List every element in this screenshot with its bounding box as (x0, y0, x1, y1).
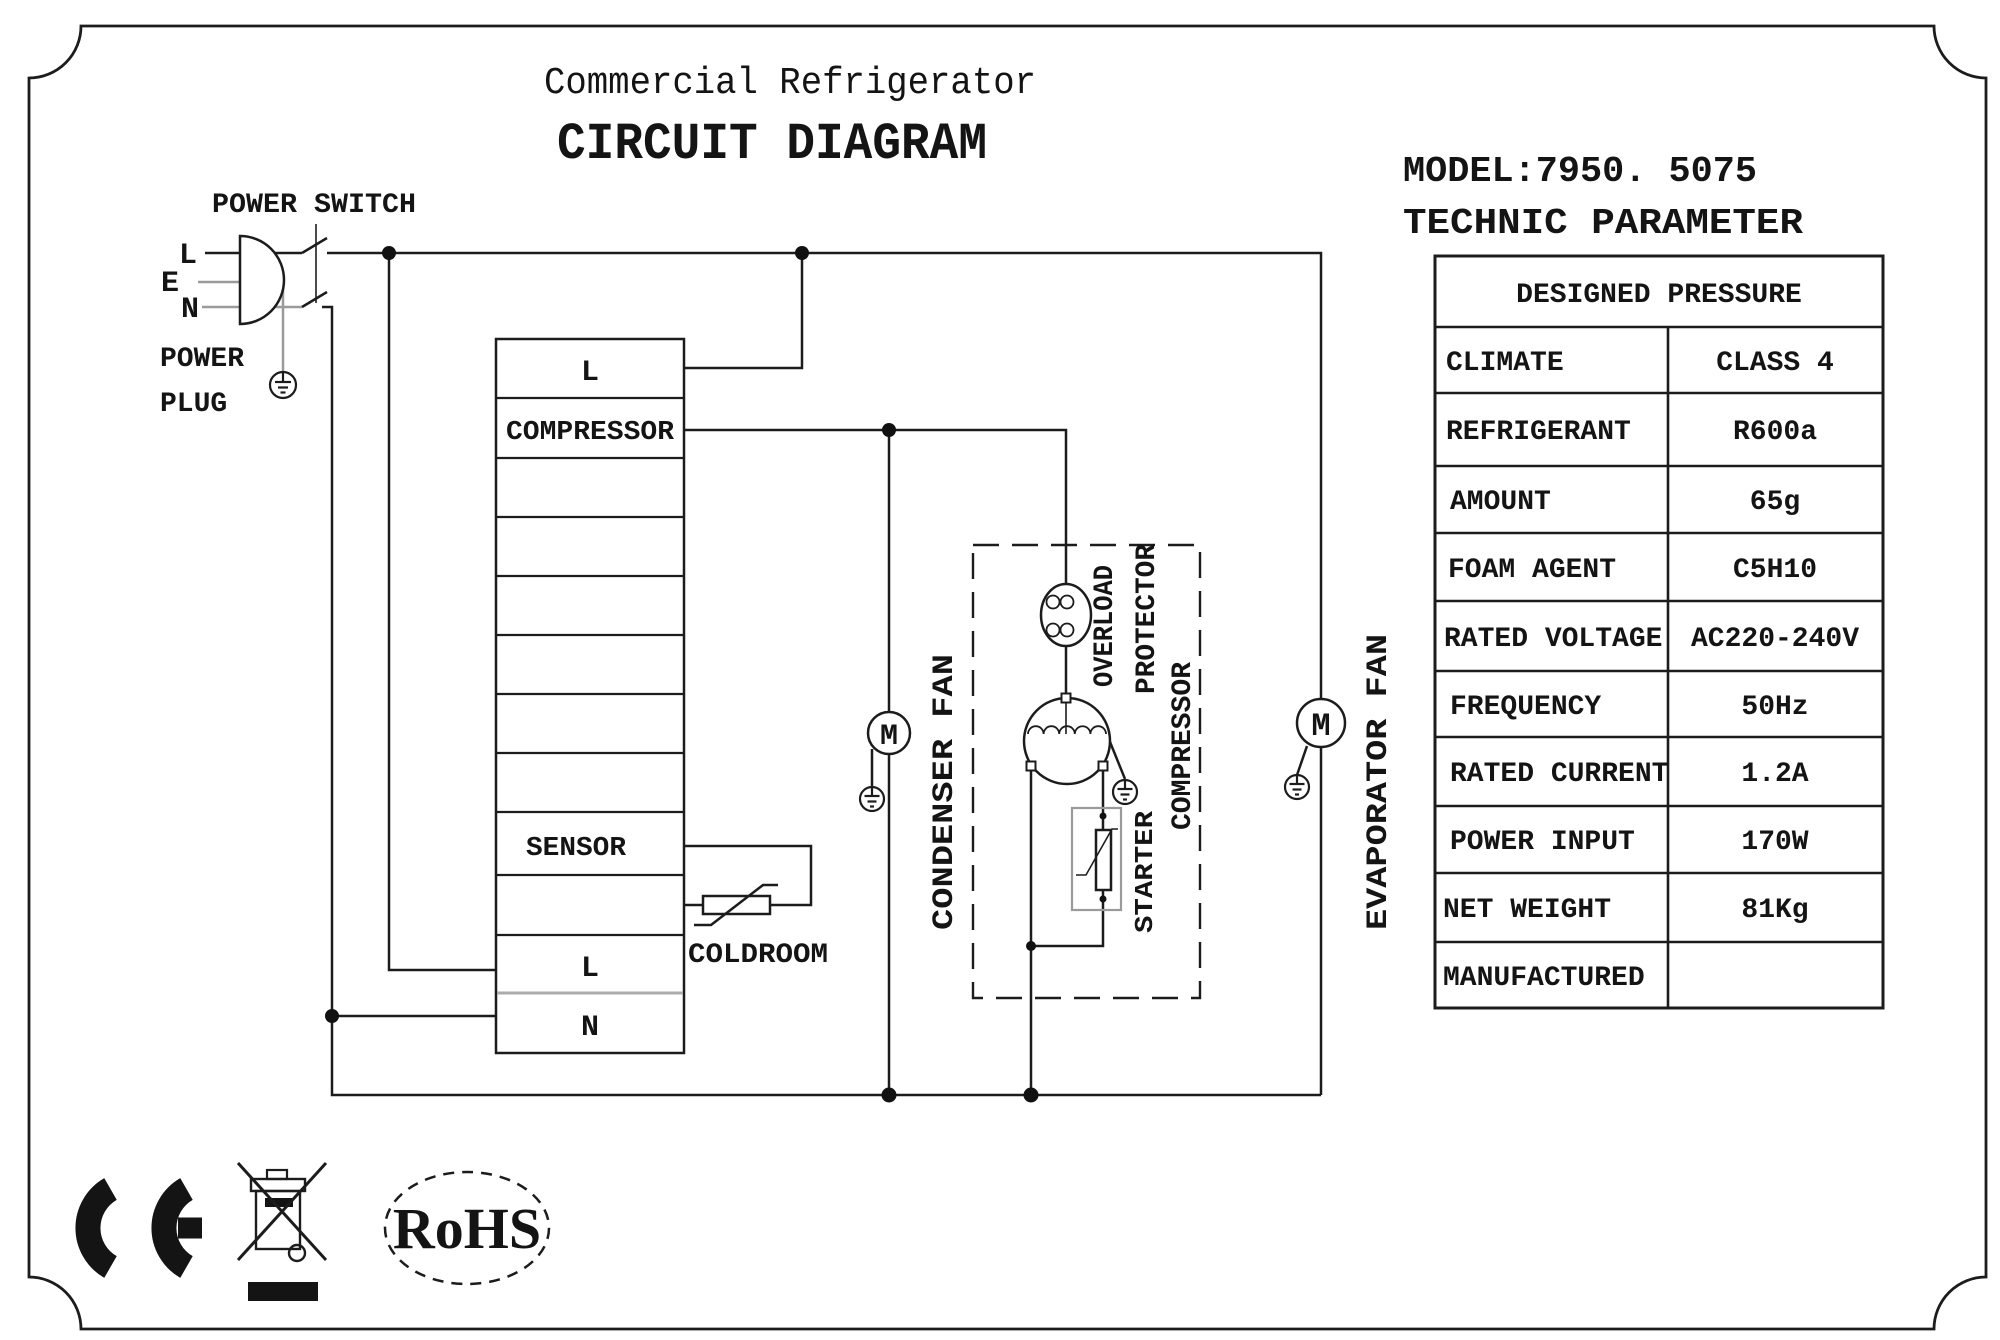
wire-evaporator-earth (1295, 745, 1309, 776)
switch-blade-upper (301, 236, 328, 255)
compressor-earth-icon (1111, 778, 1139, 806)
table-label: FREQUENCY (1450, 692, 1601, 723)
table-label: MANUFACTURED (1443, 963, 1645, 994)
title-line2: CIRCUIT DIAGRAM (557, 115, 987, 174)
block-sensor-label: SENSOR (526, 834, 627, 864)
table-subtitle: TECHNIC PARAMETER (1403, 203, 1803, 244)
weee-bar (248, 1282, 318, 1301)
compressor-dashed-box (971, 543, 1202, 1000)
table-value: CLASS 4 (1716, 348, 1834, 379)
wire-top-l-branch (684, 253, 804, 370)
wire-n-path (322, 305, 1321, 1097)
table-label: CLIMATE (1446, 348, 1564, 379)
wire-l-row-branch (387, 253, 496, 972)
power-switch-label: POWER SWITCH (212, 190, 416, 221)
model-number: MODEL:7950. 5075 (1403, 151, 1757, 192)
compressor-box-label: COMPRESSOR (1168, 662, 1199, 830)
starter-label: STARTER (1130, 811, 1160, 933)
power-plug-label-2: PLUG (160, 389, 227, 420)
weee-bin-icon (236, 1161, 328, 1301)
coldroom-sensor-icon (694, 883, 778, 927)
wire-l-bus (327, 251, 1323, 1095)
rohs-label: RoHS (393, 1196, 541, 1261)
compressor-motor-icon (1022, 692, 1112, 786)
block-bottom-n-label: N (581, 1011, 599, 1045)
table-value: 170W (1741, 827, 1808, 858)
terminal-block (494, 337, 686, 1055)
table-value: 81Kg (1741, 895, 1808, 926)
wire-compressor-feed (684, 428, 1068, 584)
table-label: RATED CURRENT (1450, 759, 1668, 790)
pin-n-label: N (181, 293, 199, 327)
table-value: 1.2A (1741, 759, 1808, 790)
pin-l-label: L (179, 239, 197, 273)
junction-dots (325, 246, 1039, 1103)
wire-starter-return (1031, 888, 1105, 948)
block-bottom-l-label: L (581, 952, 599, 986)
earth-symbols (268, 370, 1311, 813)
block-top-l-label: L (581, 356, 599, 390)
overload-protector-icon (1039, 582, 1093, 648)
power-plug-icon (238, 234, 286, 326)
technic-parameter-table (1433, 254, 1885, 1010)
condenser-fan-label: CONDENSER FAN (928, 654, 962, 930)
plug-earth-icon (268, 370, 298, 400)
block-compressor-label: COMPRESSOR (506, 418, 675, 448)
table-label: RATED VOLTAGE (1444, 624, 1662, 655)
evaporator-fan-label: EVAPORATOR FAN (1362, 634, 1396, 930)
evaporator-earth-icon (1283, 773, 1311, 801)
table-value: 50Hz (1741, 692, 1808, 723)
condenser-fan-motor-icon (866, 710, 912, 756)
table-label: AMOUNT (1450, 487, 1551, 518)
table-label: POWER INPUT (1450, 827, 1635, 858)
circuit-wires (198, 224, 1323, 1097)
overload-label-1: OVERLOAD (1090, 565, 1121, 687)
pin-e-label: E (161, 267, 179, 301)
condenser-earth-icon (858, 785, 886, 813)
switch-blade-lower (301, 290, 328, 309)
coldroom-label: COLDROOM (688, 940, 828, 971)
condenser-motor-letter: M (880, 720, 898, 754)
table-label: NET WEIGHT (1443, 895, 1611, 926)
evaporator-fan-motor-icon (1295, 697, 1347, 749)
ce-mark-icon (75, 1178, 202, 1278)
table-header: DESIGNED PRESSURE (1516, 280, 1802, 311)
power-plug-label-1: POWER (160, 344, 244, 375)
wire-sensor-loop (684, 844, 813, 907)
evaporator-motor-letter: M (1311, 708, 1330, 745)
table-value: C5H10 (1733, 555, 1817, 586)
title-line1: Commercial Refrigerator (544, 62, 1036, 105)
table-value: R600a (1733, 417, 1817, 448)
overload-label-2: PROTECTOR (1132, 544, 1163, 694)
starter-icon (1070, 806, 1123, 912)
label-border-frame (27, 24, 1988, 1331)
table-value: AC220-240V (1691, 624, 1859, 655)
rohs-mark: RoHS (383, 1170, 551, 1286)
table-label: REFRIGERANT (1446, 417, 1631, 448)
table-label: FOAM AGENT (1448, 555, 1616, 586)
table-value: 65g (1750, 487, 1800, 518)
